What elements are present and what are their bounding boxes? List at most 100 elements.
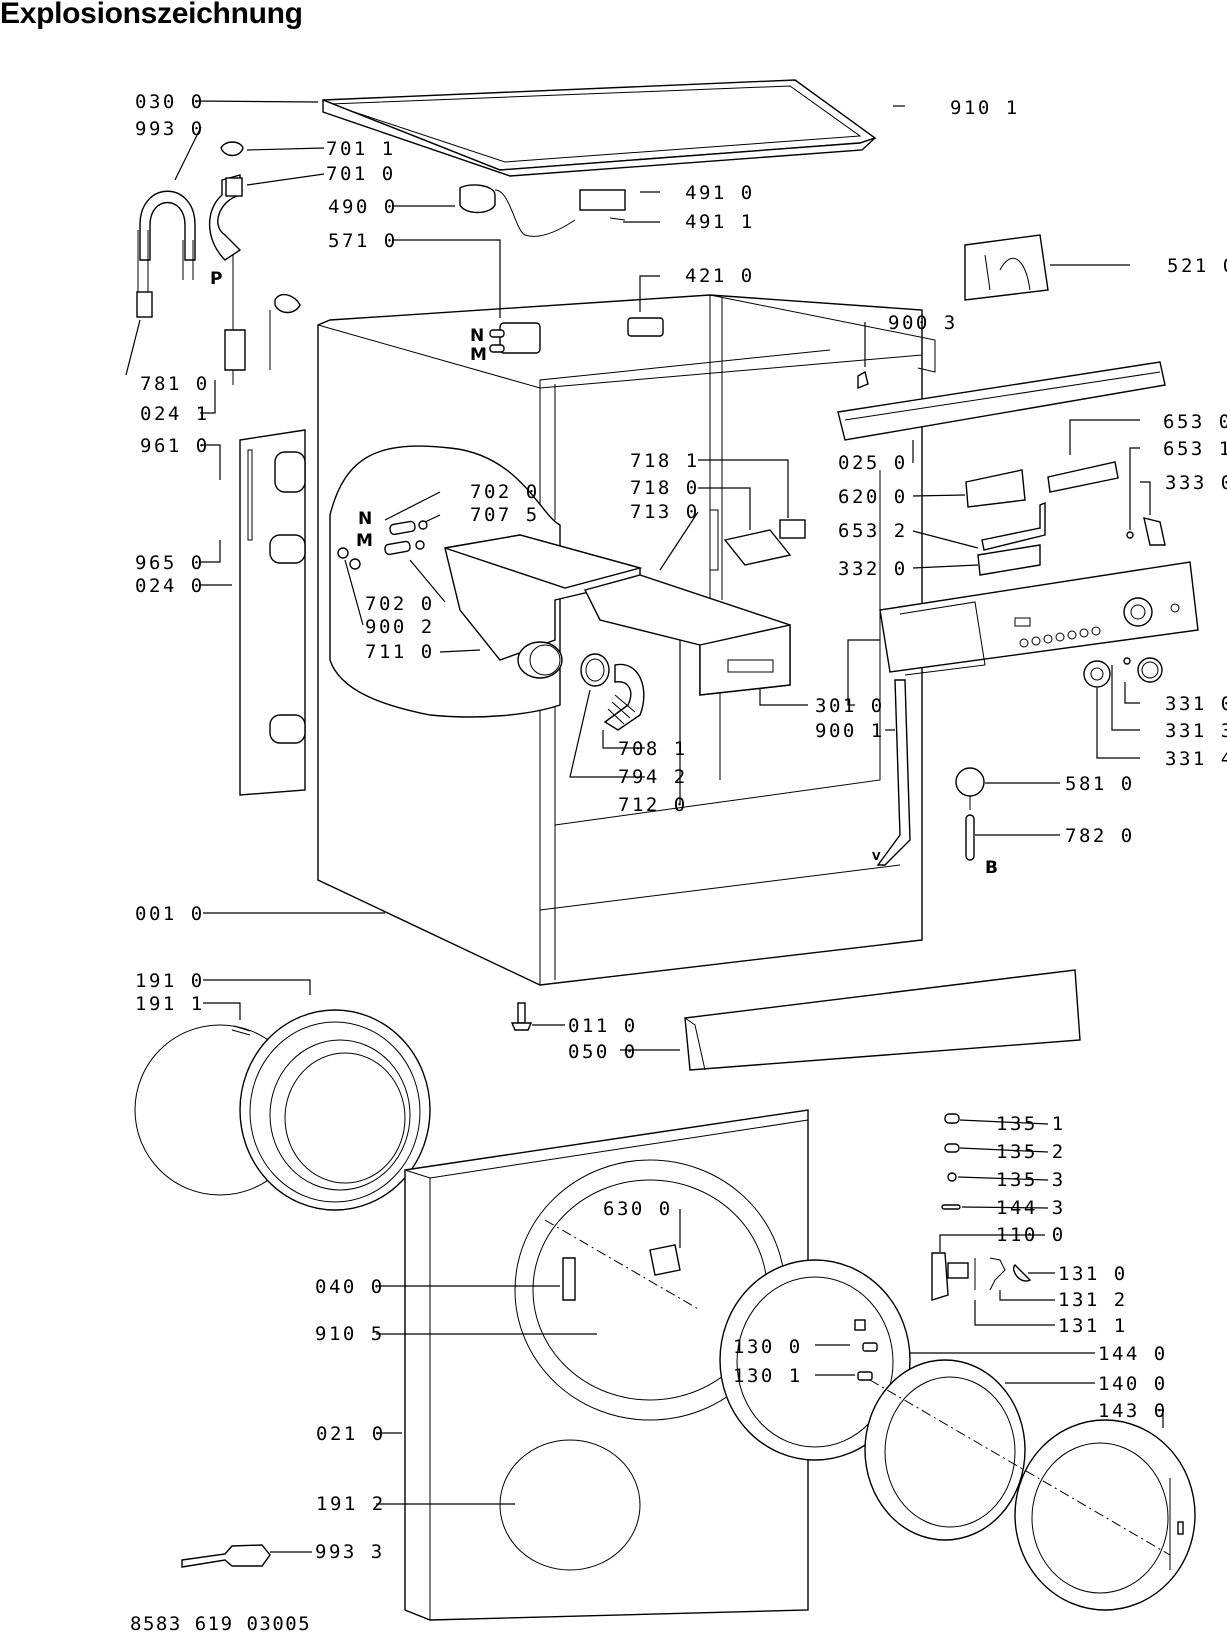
- label-910-5: 910 5: [315, 1323, 385, 1345]
- bellows-hose: [580, 653, 645, 731]
- label-001-0: 001 0: [135, 903, 205, 925]
- label-993-3: 993 3: [315, 1541, 385, 1563]
- inlet-valve: [489, 322, 541, 354]
- label-021-0: 021 0: [316, 1423, 386, 1445]
- label-331-0: 331 0: [1165, 693, 1227, 715]
- letter-m-hose: M: [356, 531, 373, 551]
- side-strip: [876, 679, 911, 866]
- dispenser-housing: [444, 534, 643, 679]
- label-702-0-bottom: 702 0: [365, 593, 435, 615]
- label-707-5: 707 5: [470, 504, 540, 526]
- label-702-0-top: 702 0: [470, 481, 540, 503]
- label-130-1: 130 1: [733, 1365, 803, 1387]
- label-140-0: 140 0: [1098, 1373, 1168, 1395]
- label-130-0: 130 0: [733, 1336, 803, 1358]
- letter-n-hose: N: [358, 509, 372, 529]
- letter-p: P: [210, 269, 222, 289]
- label-024-1: 024 1: [140, 403, 210, 425]
- label-900-1: 900 1: [815, 720, 885, 742]
- label-144-0: 144 0: [1098, 1343, 1168, 1365]
- part-labels: 030 0 993 0 701 1 701 0 490 0 571 0 781 …: [135, 91, 1227, 1563]
- door-handle: [931, 1252, 1032, 1301]
- label-910-1: 910 1: [950, 97, 1020, 119]
- pressure-switch: [955, 767, 985, 861]
- label-331-3: 331 3: [1165, 720, 1227, 742]
- label-718-1: 718 1: [630, 450, 700, 472]
- label-718-0: 718 0: [630, 477, 700, 499]
- label-490-0: 490 0: [328, 196, 398, 218]
- label-653-2: 653 2: [838, 520, 908, 542]
- cabinet: [317, 294, 936, 986]
- label-782-0: 782 0: [1065, 825, 1135, 847]
- label-961-0: 961 0: [140, 435, 210, 457]
- foot: [510, 1002, 533, 1031]
- electronic-module: [964, 234, 1049, 301]
- label-131-0: 131 0: [1058, 1263, 1128, 1285]
- label-620-0: 620 0: [838, 486, 908, 508]
- label-491-1: 491 1: [685, 211, 755, 233]
- label-131-1: 131 1: [1058, 1315, 1128, 1337]
- label-421-0: 421 0: [685, 265, 755, 287]
- label-135-1: 135 1: [996, 1113, 1066, 1135]
- label-630-0: 630 0: [603, 1198, 673, 1220]
- control-electronics: [965, 461, 1166, 576]
- label-653-0: 653 0: [1163, 411, 1227, 433]
- leader-lines: [125, 100, 1164, 1553]
- label-040-0: 040 0: [315, 1276, 385, 1298]
- label-900-2: 900 2: [365, 616, 435, 638]
- tool: [181, 1544, 271, 1568]
- label-900-3: 900 3: [888, 312, 958, 334]
- label-521-0: 521 0: [1167, 255, 1227, 277]
- callout-letters: P N M N M B V: [210, 269, 998, 878]
- letter-n-valve: N: [470, 326, 484, 346]
- label-701-1: 701 1: [326, 138, 396, 160]
- label-708-1: 708 1: [618, 738, 688, 760]
- mains-cable: [459, 184, 626, 237]
- door-outer-ring: [869, 1379, 1196, 1611]
- letter-b: B: [985, 858, 998, 878]
- label-301-0: 301 0: [815, 695, 885, 717]
- small-fasteners: [941, 1113, 961, 1210]
- label-191-0: 191 0: [135, 970, 205, 992]
- plinth: [684, 969, 1081, 1071]
- label-191-1: 191 1: [135, 993, 205, 1015]
- label-781-0: 781 0: [140, 373, 210, 395]
- label-110-0: 110 0: [996, 1224, 1066, 1246]
- label-024-0: 024 0: [135, 575, 205, 597]
- page-title: Explosionszeichnung: [0, 0, 303, 30]
- top-cover: [322, 79, 877, 177]
- label-331-4: 331 4: [1165, 748, 1227, 770]
- label-581-0: 581 0: [1065, 773, 1135, 795]
- label-965-0: 965 0: [135, 552, 205, 574]
- label-050-0: 050 0: [568, 1041, 638, 1063]
- label-794-2: 794 2: [618, 766, 688, 788]
- label-025-0: 025 0: [838, 452, 908, 474]
- hoses-702: [337, 520, 428, 570]
- label-333-0: 333 0: [1165, 472, 1227, 494]
- label-135-2: 135 2: [996, 1141, 1066, 1163]
- label-135-3: 135 3: [996, 1169, 1066, 1191]
- control-panel: [879, 561, 1199, 676]
- label-571-0: 571 0: [328, 230, 398, 252]
- label-030-0: 030 0: [135, 91, 205, 113]
- program-buttons: [1019, 626, 1101, 648]
- drawing-number: 8583 619 03005: [130, 1613, 311, 1635]
- label-491-0: 491 0: [685, 182, 755, 204]
- label-143-0: 143 0: [1098, 1400, 1168, 1422]
- cross-rail: [837, 361, 1166, 441]
- label-993-0: 993 0: [135, 118, 205, 140]
- detergent-drawer: [583, 509, 806, 696]
- door-seal: [134, 1009, 431, 1211]
- label-653-1: 653 1: [1163, 438, 1227, 460]
- door-glass: [864, 1359, 1026, 1541]
- label-713-0: 713 0: [630, 501, 700, 523]
- label-191-2: 191 2: [316, 1493, 386, 1515]
- capacitor: [627, 317, 664, 337]
- label-711-0: 711 0: [365, 641, 435, 663]
- letter-m-valve: M: [470, 345, 487, 365]
- dial-knobs: [1083, 657, 1163, 688]
- label-701-0: 701 0: [326, 163, 396, 185]
- front-panel: [404, 1109, 809, 1621]
- hose-assembly: [136, 141, 301, 385]
